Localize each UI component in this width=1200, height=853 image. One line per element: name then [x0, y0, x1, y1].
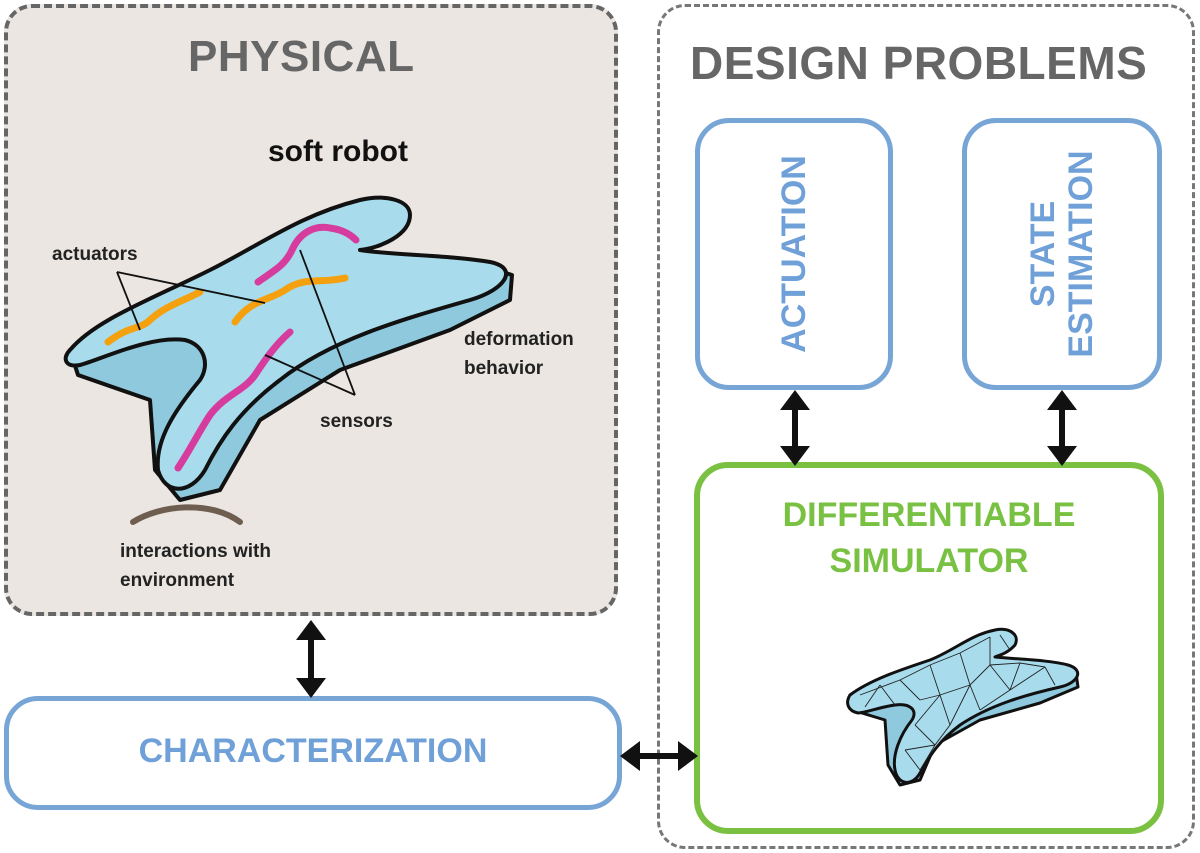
- design-problems-panel: [657, 4, 1195, 849]
- deformation-label-line2: behavior: [464, 358, 544, 379]
- interactions-label-line1: interactions with: [120, 541, 271, 562]
- sensors-label: sensors: [320, 411, 393, 432]
- characterization-box: [4, 696, 622, 810]
- actuator-line-2: [231, 274, 349, 326]
- characterization-label: CHARACTERIZATION: [138, 732, 488, 770]
- soft-robot-illustration: [63, 195, 514, 525]
- differentiable-simulator-box: [694, 462, 1164, 834]
- sensor-line-2: [174, 328, 294, 472]
- actuator-line-1: [104, 288, 204, 346]
- design-problems-title: DESIGN PROBLEMS: [690, 37, 1148, 89]
- simulator-label-line2: SIMULATOR: [829, 542, 1029, 580]
- simulator-label-line1: DIFFERENTIABLE: [782, 496, 1076, 534]
- soft-robot-title: soft robot: [268, 135, 408, 168]
- physical-title: PHYSICAL: [188, 32, 415, 81]
- environment-ground: [130, 504, 243, 525]
- interactions-label-line2: environment: [120, 570, 235, 591]
- meshed-robot-illustration: [846, 627, 1080, 787]
- state-estimation-box: STATE ESTIMATION: [962, 118, 1162, 390]
- actuation-box: ACTUATION: [695, 118, 893, 390]
- deformation-label-line1: deformation: [464, 329, 574, 350]
- sensor-line-1: [254, 223, 360, 286]
- simulator-title: DIFFERENTIABLE SIMULATOR: [694, 492, 1164, 584]
- actuators-label: actuators: [52, 244, 138, 265]
